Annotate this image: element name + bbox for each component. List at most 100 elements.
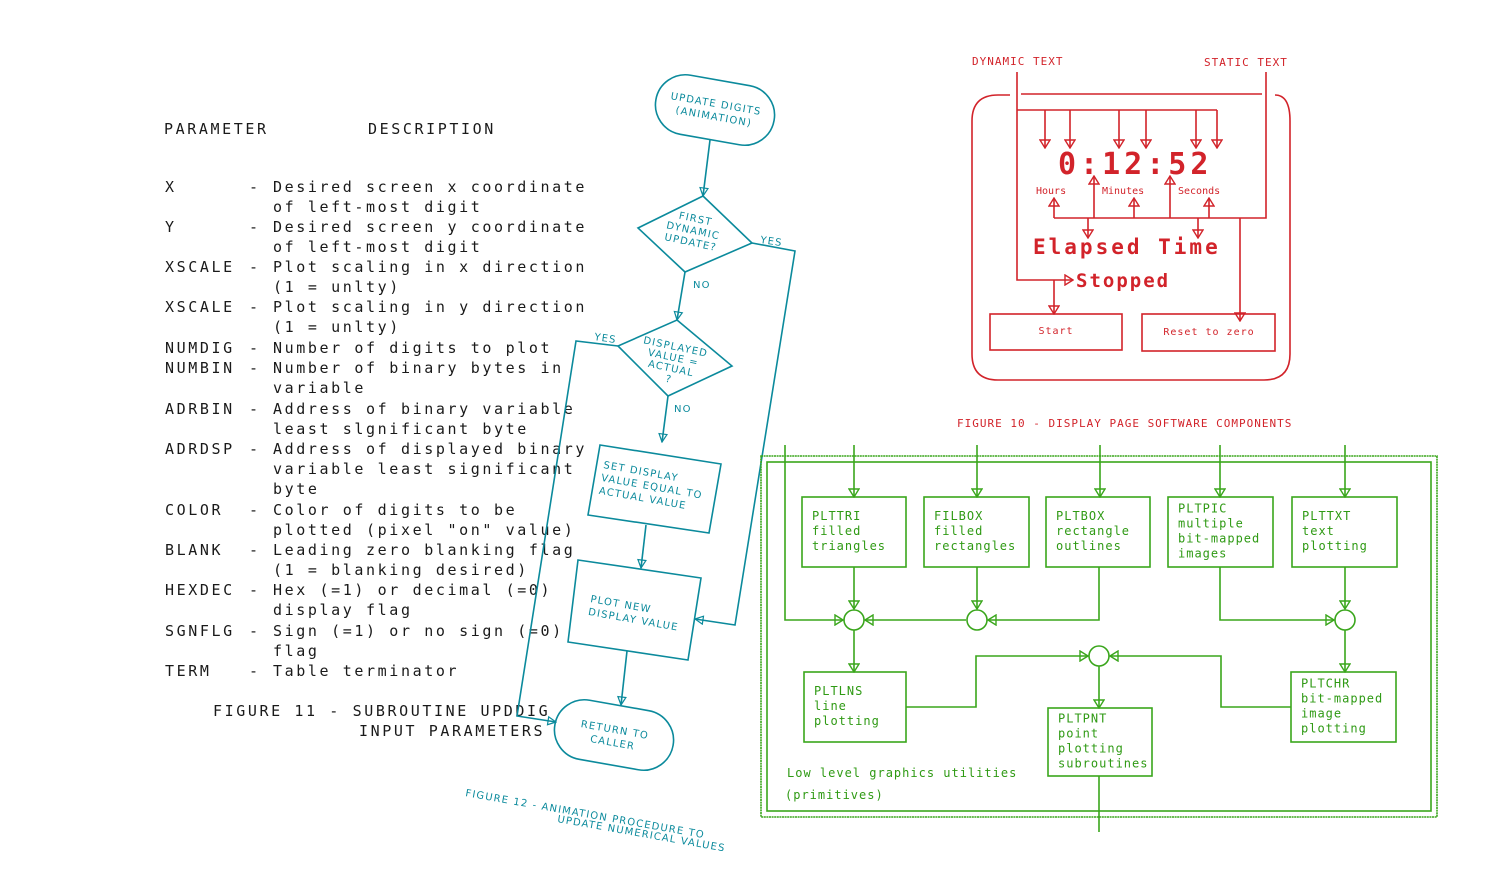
parameter-dash: - [249, 359, 261, 377]
parameter-dash: - [249, 178, 261, 196]
primitives-label-line1: Low level graphics utilities [787, 766, 1017, 780]
box-pltlns-line: plotting [814, 714, 880, 728]
box-pltpic-line: bit-mapped [1178, 532, 1260, 546]
elapsed-time-title: Elapsed Time [1033, 235, 1221, 259]
flow-arrow [641, 524, 646, 568]
input-lines [784, 445, 1345, 620]
parameter-dash: - [249, 339, 261, 357]
minutes-label: Minutes [1102, 186, 1144, 197]
parameter-row: XSCALE-Plot scaling in x direction(1 = u… [165, 258, 584, 296]
box-pltpnt-line: point [1058, 727, 1099, 741]
return-terminal: RETURN TO CALLER [553, 698, 675, 772]
parameter-dash: - [249, 541, 261, 559]
box-pltchr-line: PLTCHR [1301, 677, 1350, 691]
start-button[interactable]: Start [989, 313, 1123, 351]
parameter-row: XSCALE-Plot scaling in y direction(1 = u… [165, 298, 587, 336]
parameter-description-line: Number of binary bytes in [273, 359, 564, 377]
parameter-row: NUMBIN-Number of binary bytes in variable [165, 359, 564, 397]
hours-label: Hours [1036, 186, 1066, 197]
box-pltchr-line: image [1301, 707, 1342, 721]
parameter-description-line: byte [273, 480, 320, 498]
yes-path-to-plot [695, 242, 796, 626]
box-pltbox-line: PLTBOX [1056, 509, 1105, 523]
parameter-description-line: of left-most digit [273, 238, 482, 256]
dynamic-arrows [1045, 110, 1217, 148]
parameter-description-line: Address of binary variable [273, 400, 575, 418]
static-text-label: STATIC TEXT [1204, 56, 1288, 69]
primitives-outer-border [760, 455, 1438, 818]
seconds-label: Seconds [1178, 186, 1220, 197]
parameter-dash: - [249, 218, 261, 236]
flow-arrow [621, 650, 628, 705]
primitives-label-line2: (primitives) [785, 788, 884, 802]
parameter-name: Y [165, 218, 177, 236]
parameter-name: NUMBIN [165, 359, 235, 377]
box-pltchr-line: bit-mapped [1301, 692, 1383, 706]
parameter-name: ADRBIN [165, 400, 235, 418]
parameter-row: BLANK-Leading zero blanking flag(1 = bla… [165, 541, 573, 579]
parameter-description-line: variable [273, 379, 366, 397]
parameter-description-line: plotted (pixel "on" value) [273, 521, 575, 539]
parameter-description-line: Number of digits to plot [273, 339, 552, 357]
start-button-frame[interactable] [989, 313, 1123, 351]
return-terminal-shape [553, 698, 675, 772]
dynamic-text-label: DYNAMIC TEXT [972, 55, 1063, 68]
parameter-description-line: Table terminator [273, 662, 459, 680]
box-filbox-line: rectangles [934, 539, 1016, 553]
parameter-dash: - [249, 501, 261, 519]
parameter-description-line: flag [273, 642, 320, 660]
decision2-no-label: NO [674, 404, 692, 415]
parameter-name: COLOR [165, 501, 223, 519]
process-plot-new: PLOT NEW DISPLAY VALUE [587, 594, 679, 634]
arrow [988, 567, 1100, 620]
parameter-dash: - [249, 400, 261, 418]
parameter-name: SGNFLG [165, 622, 235, 640]
start-button-label[interactable]: Start [1038, 326, 1073, 337]
parameter-description-line: variable least significant [273, 460, 575, 478]
elapsed-time-value: 0:12:52 [1058, 147, 1212, 182]
arrow [784, 445, 843, 620]
decision2-line4: ? [664, 374, 673, 386]
box-pltlns-line: line [814, 699, 847, 713]
start-terminal-shape [654, 73, 776, 147]
parameter-dash: - [249, 581, 261, 599]
reset-button[interactable]: Reset to zero [1141, 313, 1276, 352]
box-pltpnt-line: plotting [1058, 742, 1124, 756]
parameter-name: HEXDEC [165, 581, 235, 599]
primitive-boxes: PLTTRIfilledtrianglesFILBOXfilledrectang… [801, 496, 1398, 777]
reset-button-label[interactable]: Reset to zero [1163, 327, 1254, 338]
box-pltpic-line: images [1178, 547, 1227, 561]
screen-frame [971, 94, 1291, 381]
box-plttri-line: PLTTRI [812, 509, 861, 523]
junction [1088, 645, 1110, 667]
parameter-description-line: Desired screen x coordinate [273, 178, 587, 196]
parameter-description-line: Color of digits to be [273, 501, 517, 519]
parameter-description-line: of left-most digit [273, 198, 482, 216]
reset-button-frame[interactable] [1141, 313, 1276, 352]
figure-10-caption: FIGURE 10 - DISPLAY PAGE SOFTWARE COMPON… [957, 417, 1292, 430]
static-arrows [1054, 176, 1209, 238]
parameter-name: X [165, 178, 177, 196]
parameter-description-line: display flag [273, 601, 413, 619]
parameter-name: XSCALE [165, 298, 235, 316]
parameter-description-line: Hex (=1) or decimal (=0) [273, 581, 552, 599]
box-plttxt-line: text [1302, 524, 1335, 538]
parameter-row: COLOR -Color of digits to be plotted (pixe… [165, 501, 575, 539]
parameter-name: NUMDIG [165, 339, 235, 357]
start-terminal: UPDATE DIGITS (ANIMATION) [654, 73, 776, 147]
decision1-no-label: NO [693, 280, 711, 291]
parameter-description-line: Plot scaling in y direction [273, 298, 587, 316]
parameter-dash: - [249, 258, 261, 276]
parameter-name: TERM [165, 662, 212, 680]
flow-arrow [703, 139, 711, 196]
figure-11-parameter-table: PARAMETER DESCRIPTION X-Desired screen x… [164, 120, 587, 740]
parameter-dash: - [249, 440, 261, 458]
